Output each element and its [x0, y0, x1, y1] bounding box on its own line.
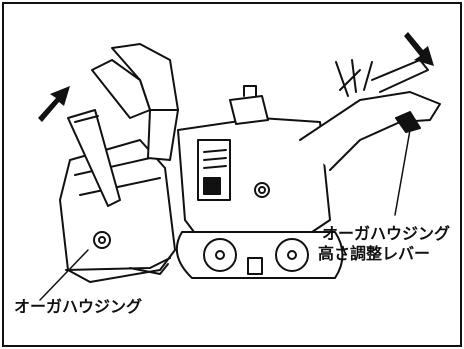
track-wheel-front — [203, 238, 237, 272]
auger-height-lever-label-line2: 高さ調整レバー — [318, 244, 431, 263]
auger-bolt — [93, 231, 111, 249]
auger-handle — [67, 109, 121, 207]
arrow-down-icon — [404, 32, 434, 66]
arrow-up-icon — [38, 86, 70, 122]
auger-height-lever — [395, 111, 421, 133]
engine-cap — [254, 182, 270, 198]
auger-height-lever-label-line1: オーガハウジング — [322, 224, 451, 243]
handlebar — [299, 91, 441, 171]
track-wheel-rear — [275, 238, 309, 272]
auger-housing-label: オーガハウジング — [14, 297, 143, 316]
